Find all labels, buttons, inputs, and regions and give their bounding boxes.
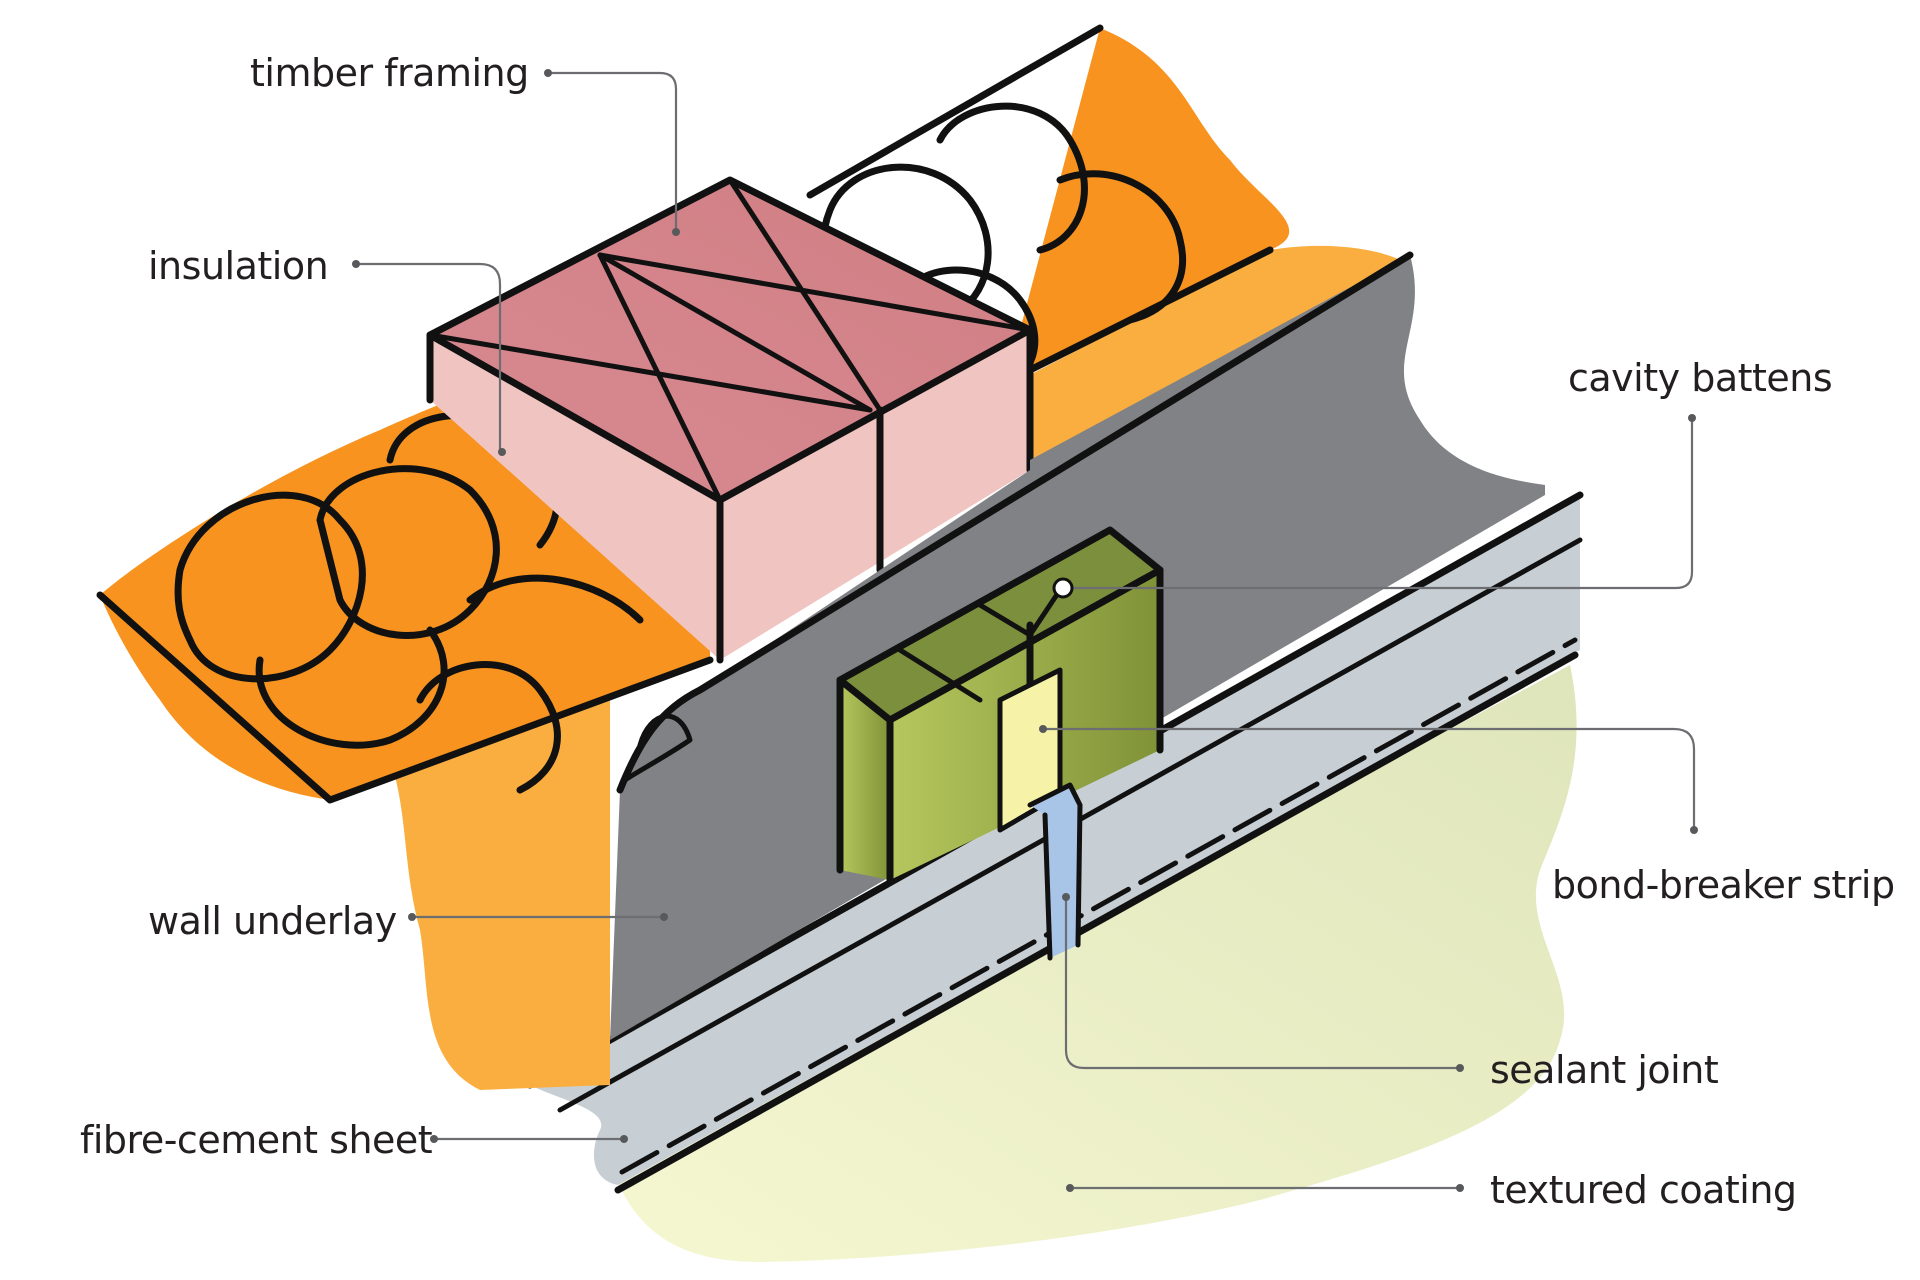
insulation-pillows-left xyxy=(96,411,714,804)
leader-lines xyxy=(352,69,1698,1192)
label-sealant-joint: sealant joint xyxy=(1490,1048,1718,1092)
timber-framing-block xyxy=(426,176,1034,664)
label-textured-coating: textured coating xyxy=(1490,1168,1797,1212)
bond-breaker-strip xyxy=(1000,670,1060,830)
label-fibre-cement-sheet: fibre-cement sheet xyxy=(80,1118,432,1162)
label-insulation: insulation xyxy=(148,244,328,288)
sealant-joint xyxy=(1030,785,1080,958)
label-bond-breaker-strip: bond-breaker strip xyxy=(1552,863,1895,907)
insulation-right-band xyxy=(1020,245,1400,465)
label-wall-underlay: wall underlay xyxy=(148,899,397,943)
label-cavity-battens: cavity battens xyxy=(1568,356,1832,400)
textured-coating-layer xyxy=(615,665,1577,1262)
label-timber-framing: timber framing xyxy=(250,51,529,95)
